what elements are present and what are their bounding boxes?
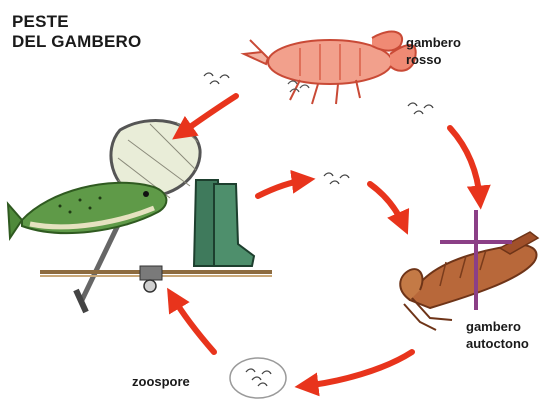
native-crayfish-label-line-1: gambero bbox=[466, 318, 529, 335]
title-line-1: PESTE bbox=[12, 12, 141, 32]
arrow-native-to-zoospores bbox=[304, 352, 412, 386]
native-crayfish-illustration bbox=[400, 210, 538, 330]
arrow-spores-to-native bbox=[370, 184, 404, 226]
title-line-2: DEL GAMBERO bbox=[12, 32, 141, 52]
red-crayfish-illustration bbox=[244, 32, 416, 104]
arrow-crayfish-to-native bbox=[450, 128, 480, 200]
fishing-gear-illustration bbox=[8, 120, 272, 312]
native-crayfish-label: gambero autoctono bbox=[466, 318, 529, 352]
rubber-boots-illustration bbox=[194, 180, 254, 266]
zoospore-label: zoospore bbox=[132, 374, 190, 389]
zoospore-bubble bbox=[230, 358, 286, 398]
red-crayfish-label: gambero rosso bbox=[406, 34, 461, 68]
red-crayfish-label-line-1: gambero bbox=[406, 34, 461, 51]
arrow-zoospores-to-gear bbox=[172, 296, 214, 352]
arrow-crayfish-to-gear bbox=[180, 96, 236, 134]
fishing-rod-illustration bbox=[40, 266, 272, 292]
arrow-gear-to-spores bbox=[258, 180, 306, 196]
red-crayfish-label-line-2: rosso bbox=[406, 51, 461, 68]
diagram-title: PESTE DEL GAMBERO bbox=[12, 12, 141, 52]
native-crayfish-label-line-2: autoctono bbox=[466, 335, 529, 352]
spore-symbols bbox=[204, 73, 433, 184]
trout-illustration bbox=[8, 183, 166, 238]
